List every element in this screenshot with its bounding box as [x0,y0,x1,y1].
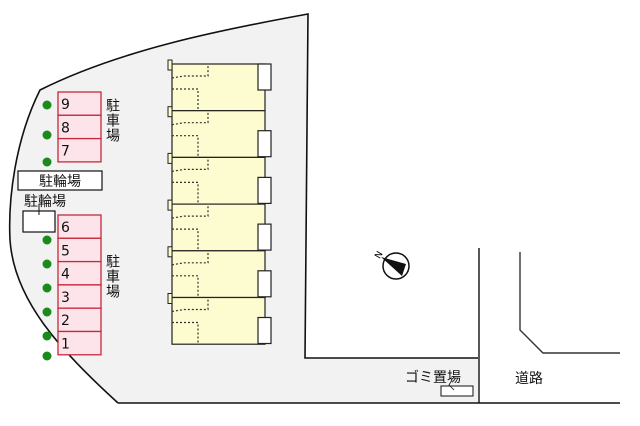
parking-label-lower: 駐車場 [104,254,120,299]
parking-area: 9 8 7 6 5 4 3 2 1 [57,91,102,356]
road-curb [519,252,620,354]
tree-icon [42,157,52,167]
interior-wall [172,88,199,110]
garbage-leader [448,379,455,391]
parking-space-number: 6 [61,220,70,236]
building-unit [171,203,266,252]
entrance [167,199,173,211]
entrance [167,293,173,304]
building-unit [171,296,266,345]
entrance [167,59,173,71]
interior-wall [171,157,209,172]
tree-icon [42,331,52,341]
parking-space-number: 9 [61,97,70,113]
interior-wall [172,135,199,157]
bicycle-parking-box [17,170,103,191]
parking-space-number: 5 [61,243,70,259]
tree-icon [42,307,52,317]
bicycle-parking-label: 駐輪場 [39,173,81,190]
north-arrow-icon: N [374,250,410,280]
tree-icon [42,235,52,245]
parking-space-number: 2 [61,313,70,329]
entrance [167,106,173,118]
building [167,59,272,345]
tree-icon [42,259,52,269]
interior-wall [171,64,209,79]
bicycle-parking-label-2: 駐輪場 [24,193,66,210]
building-unit [171,63,266,112]
lot-boundary [8,13,478,404]
interior-wall [171,110,209,126]
tree-icon [42,130,52,140]
parking-space-number: 1 [61,337,70,353]
entrance [167,152,173,164]
building-unit [171,250,266,299]
interior-wall [171,204,209,219]
balcony [257,176,272,204]
parking-label-upper: 駐車場 [104,98,120,143]
interior-wall [171,250,209,266]
building-unit [171,156,266,205]
parking-space-number: 3 [61,290,70,306]
balcony [257,63,272,91]
parking-space [57,330,102,356]
road-label: 道路 [515,371,543,387]
parking-space-number: 4 [61,267,70,283]
trees [42,100,52,361]
tree-icon [42,351,52,361]
parking-space-number: 7 [61,144,70,160]
tree-icon [42,100,52,110]
balcony [257,316,272,345]
balcony [257,223,272,251]
balcony [257,130,272,158]
interior-wall [172,228,199,251]
parking-space [57,137,102,163]
garbage-box [440,385,474,397]
garbage-label: ゴミ置場 [405,369,461,386]
balcony [257,270,272,298]
tree-icon [42,283,52,293]
interior-wall [171,297,209,313]
parking-space-number: 8 [61,120,70,136]
interior-wall [172,321,199,344]
interior-wall [172,181,199,204]
building-unit [171,110,266,158]
interior-wall [172,275,199,297]
entrance [167,246,173,258]
north-label: N [374,250,386,261]
